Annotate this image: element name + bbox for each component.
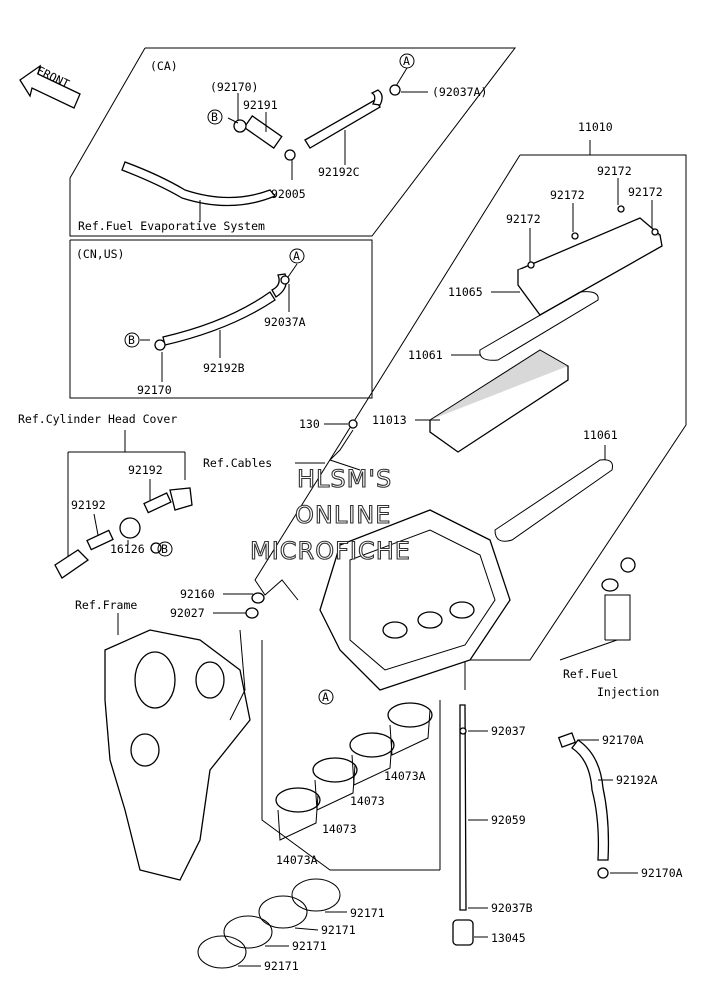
ref-fuel-injection-1: Ref.Fuel bbox=[563, 667, 618, 681]
part-92170a-1: 92170A bbox=[602, 733, 644, 747]
part-92037a-us: 92037A bbox=[264, 315, 306, 329]
intake-funnels bbox=[275, 702, 433, 841]
air-cleaner-housing bbox=[319, 509, 511, 691]
callout-a-us-text: A bbox=[293, 249, 300, 263]
breather-hoses bbox=[54, 487, 193, 579]
callout-b-breather bbox=[157, 541, 173, 557]
part-92172-3: 92172 bbox=[628, 185, 663, 199]
part-14073a-2: 14073A bbox=[276, 853, 318, 867]
callout-b-breather-text: B bbox=[161, 542, 168, 556]
part-92170a-2: 92170A bbox=[641, 866, 683, 880]
ca-hose-assembly bbox=[121, 84, 401, 207]
ref-fuel-evaporative: Ref.Fuel Evaporative System bbox=[78, 219, 265, 233]
part-92192c: 92192C bbox=[318, 165, 360, 179]
part-14073-1: 14073 bbox=[350, 794, 385, 808]
callout-a-us bbox=[289, 248, 305, 264]
part-92192b: 92192B bbox=[203, 361, 245, 375]
callout-a-ca bbox=[399, 53, 415, 69]
part-92005: 92005 bbox=[271, 187, 306, 201]
fuel-hose-right bbox=[557, 732, 610, 879]
part-92170-us: 92170 bbox=[137, 383, 172, 397]
ca-region-label: (CA) bbox=[150, 59, 178, 73]
assembly-outline-right bbox=[464, 154, 687, 690]
housing-seal bbox=[494, 459, 613, 542]
cn-us-box bbox=[69, 239, 373, 399]
part-92059: 92059 bbox=[491, 813, 526, 827]
part-92037: 92037 bbox=[491, 724, 526, 738]
ref-frame: Ref.Frame bbox=[75, 598, 137, 612]
part-92191: 92191 bbox=[243, 98, 278, 112]
part-92171-2: 92171 bbox=[321, 923, 356, 937]
callout-b-us bbox=[124, 332, 140, 348]
part-92160: 92160 bbox=[180, 587, 215, 601]
cover-seal bbox=[479, 291, 599, 361]
watermark-line-2: ONLINE bbox=[295, 501, 391, 529]
callout-b-ca bbox=[207, 109, 223, 125]
part-92027: 92027 bbox=[170, 606, 205, 620]
drain-cap bbox=[452, 919, 474, 946]
part-92171-1: 92171 bbox=[350, 906, 385, 920]
callout-b-us-text: B bbox=[128, 333, 135, 347]
part-11010: 11010 bbox=[578, 120, 613, 134]
part-11013: 11013 bbox=[372, 413, 407, 427]
callout-a-ca-text: A bbox=[403, 54, 410, 68]
part-92037b: 92037B bbox=[491, 901, 533, 915]
part-14073a-1: 14073A bbox=[384, 769, 426, 783]
ca-box bbox=[69, 47, 517, 237]
cn-us-region-label: (CN,US) bbox=[76, 247, 124, 261]
front-arrow-icon: FRONT bbox=[19, 63, 81, 109]
part-14073-2: 14073 bbox=[322, 822, 357, 836]
cn-us-hose-assembly bbox=[154, 273, 290, 351]
ref-cylinder-head-cover: Ref.Cylinder Head Cover bbox=[18, 412, 177, 426]
part-92172-2: 92172 bbox=[550, 188, 585, 202]
drain-tube bbox=[459, 704, 467, 911]
part-92172-1: 92172 bbox=[597, 164, 632, 178]
ref-cables: Ref.Cables bbox=[203, 456, 272, 470]
part-11065: 11065 bbox=[448, 285, 483, 299]
part-11061-1: 11061 bbox=[408, 348, 443, 362]
part-16126: 16126 bbox=[110, 542, 145, 556]
part-92192-2: 92192 bbox=[71, 498, 106, 512]
part-11061-2: 11061 bbox=[583, 428, 618, 442]
part-92172-4: 92172 bbox=[506, 212, 541, 226]
frame-section bbox=[104, 629, 251, 881]
callout-a-main bbox=[318, 689, 334, 705]
callout-b-ca-text: B bbox=[211, 110, 218, 124]
watermark-line-1: HLSM'S bbox=[297, 465, 392, 493]
part-130: 130 bbox=[299, 417, 320, 431]
part-92037a-paren: (92037A) bbox=[432, 85, 487, 99]
part-92171-3: 92171 bbox=[292, 939, 327, 953]
part-92170-paren: (92170) bbox=[210, 80, 258, 94]
hose-clamps bbox=[197, 878, 341, 969]
ref-fuel-injection-2: Injection bbox=[597, 685, 659, 699]
part-92192-1: 92192 bbox=[128, 463, 163, 477]
part-92171-4: 92171 bbox=[264, 959, 299, 973]
air-filter-element bbox=[429, 349, 569, 453]
watermark-line-3: MICROFICHE bbox=[250, 537, 411, 565]
part-13045: 13045 bbox=[491, 931, 526, 945]
callout-a-main-text: A bbox=[322, 690, 329, 704]
part-92192a: 92192A bbox=[616, 773, 658, 787]
